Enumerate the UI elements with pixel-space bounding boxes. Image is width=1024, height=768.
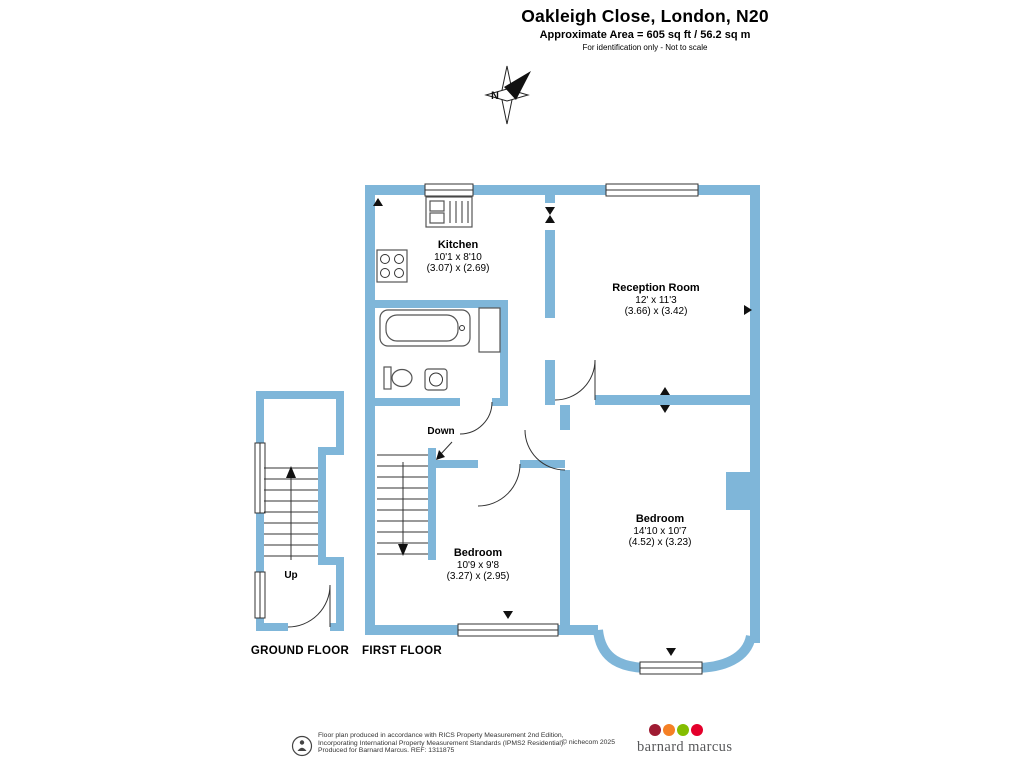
window [424, 183, 703, 675]
stove-icon [376, 249, 408, 283]
stairs-ground-floor [264, 466, 318, 560]
room-dim-metric: (3.27) x (2.95) [446, 571, 510, 582]
brand-dots-icon [649, 724, 747, 737]
approximate-area-text: Approximate Area = 605 sq ft / 56.2 sq m [539, 29, 751, 41]
room-dim-metric: (3.07) x (2.69) [426, 263, 490, 274]
stairs-first-floor [377, 441, 453, 556]
room-label-bedroom-rear: Bedroom 14'10 x 10'7 (4.52) x (3.23) [628, 513, 692, 549]
room-dim-metric: (3.66) x (3.42) [624, 306, 688, 317]
door-arc [459, 359, 596, 507]
ground-floor-label: GROUND FLOOR [250, 645, 350, 657]
room-name: Bedroom [635, 513, 685, 525]
door-arc [287, 584, 331, 628]
brand-dot [663, 724, 675, 736]
room-dim-imperial: 12' x 11'3 [635, 294, 677, 306]
bathtub-icon [379, 309, 471, 347]
certification-icon [291, 735, 313, 757]
room-name: Kitchen [437, 239, 479, 251]
stairs-down-label: Down [427, 426, 455, 437]
first-floor-label: FIRST FLOOR [362, 645, 442, 657]
chimney-breast [726, 472, 750, 510]
room-label-bedroom-front: Bedroom 10'9 x 9'8 (3.27) x (2.95) [446, 547, 510, 583]
compass-icon: N [484, 65, 531, 125]
certification-line: Produced for Barnard Marcus. REF: 131187… [318, 747, 455, 755]
cupboard-icon [478, 307, 501, 353]
disclaimer-text: For identification only - Not to scale [582, 43, 708, 52]
window [254, 442, 266, 619]
page-title: Oakleigh Close, London, N20 [521, 6, 769, 26]
brand-dot [677, 724, 689, 736]
brand-dot [649, 724, 661, 736]
toilet-icon [383, 366, 413, 390]
measure-arrow [373, 198, 752, 656]
certification-line: Floor plan produced in accordance with R… [318, 732, 564, 739]
stairs-up-label: Up [284, 570, 298, 581]
washbasin-icon [424, 368, 448, 391]
brand-dot [691, 724, 703, 736]
room-dim-imperial: 14'10 x 10'7 [633, 525, 687, 537]
room-name: Reception Room [612, 282, 700, 294]
ground-floor-plan [254, 391, 344, 631]
room-label-reception: Reception Room 12' x 11'3 (3.66) x (3.42… [612, 282, 700, 318]
room-dim-imperial: 10'9 x 9'8 [456, 559, 500, 571]
copyright-text: © nichecom 2025 [562, 739, 615, 746]
compass-north-label: N [491, 90, 499, 102]
brand-name: barnard marcus [637, 739, 733, 755]
room-label-kitchen: Kitchen 10'1 x 8'10 (3.07) x (2.69) [426, 239, 490, 275]
first-floor-plan [365, 183, 760, 675]
room-dim-imperial: 10'1 x 8'10 [434, 251, 482, 263]
certification-line: Incorporating International Property Mea… [318, 739, 566, 747]
kitchen-sink-icon [425, 196, 473, 228]
certification-text: Floor plan produced in accordance with R… [318, 732, 565, 755]
room-dim-metric: (4.52) x (3.23) [628, 537, 692, 548]
room-name: Bedroom [453, 547, 503, 559]
brand-logo: barnard marcus [637, 724, 747, 756]
